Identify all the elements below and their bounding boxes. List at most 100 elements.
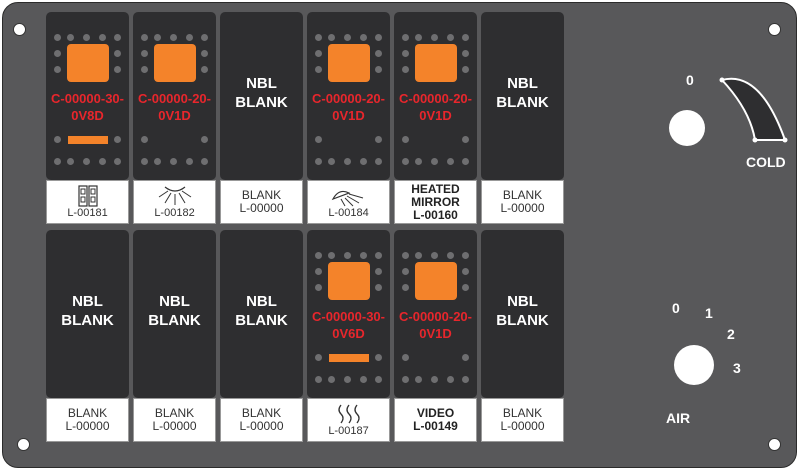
indicator-dot [375,376,382,383]
indicator-dot [315,376,322,383]
rocker-switch[interactable]: C-00000-20-0V1D [133,12,216,180]
indicator-dot [431,158,438,165]
part-code-line: C-00000-30- [312,309,385,324]
label-line: L-00000 [500,201,545,215]
part-code-line: 0V6D [332,326,365,341]
part-code: C-00000-30-0V8D [46,90,129,124]
part-code-line: C-00000-30- [51,91,124,106]
blank-text-line: NBL [246,293,277,310]
label-line: L-00149 [413,419,458,433]
indicator-dot [360,34,367,41]
indicator-dot [83,158,90,165]
air-position-1: 1 [705,305,713,321]
blank-switch-text: NBL BLANK [481,74,564,112]
indicator-dot [54,50,61,57]
indicator-dot [402,284,409,291]
part-code-line: 0V1D [419,108,452,123]
indicator-dot [315,158,322,165]
indicator-dot [315,34,322,41]
rocker-switch[interactable]: C-00000-20-0V1D [394,12,477,180]
indicator-dot [154,34,161,41]
mount-hole-top-left [13,23,26,36]
air-knob[interactable] [674,345,714,385]
indicator-dot [402,136,409,143]
label-line: L-00000 [500,419,545,433]
label-line: BLANK [67,406,108,420]
indicator-dot [154,158,161,165]
heat-icon [327,403,371,425]
indicator-dot [186,158,193,165]
indicator-dot [141,50,148,57]
orange-lamp [415,262,457,300]
indicator-dot [447,252,454,259]
rocker-switch[interactable]: C-00000-30- 0V6D [307,230,390,398]
indicator-dot [54,158,61,165]
blank-text-line: BLANK [61,312,114,329]
blank-text-line: BLANK [148,312,201,329]
indicator-dot [462,376,469,383]
cold-label: COLD [746,154,786,170]
indicator-dot [447,158,454,165]
label-line: BLANK [154,406,195,420]
blank-text-line: BLANK [235,312,288,329]
temperature-knob[interactable] [669,110,705,146]
blank-text-line: NBL [507,75,538,92]
orange-indicator-bar [329,354,369,362]
indicator-dot [447,376,454,383]
switch-label: L-00181 [46,180,129,224]
label-line: L-00184 [328,207,369,219]
indicator-dot [375,284,382,291]
label-line: L-00160 [413,207,458,222]
indicator-dot [402,354,409,361]
spotlight-icon [327,185,371,207]
indicator-dot [54,34,61,41]
label-line: MIRROR [411,194,460,209]
label-line: BLANK [502,188,543,202]
rocker-switch[interactable]: C-00000-30-0V8D [46,12,129,180]
air-position-0: 0 [672,300,680,316]
label-line: L-00000 [152,419,197,433]
indicator-dot [315,354,322,361]
label-line: L-00000 [239,419,284,433]
indicator-dot [114,158,121,165]
blank-text-line: BLANK [496,312,549,329]
indicator-dot [402,376,409,383]
indicator-dot [402,158,409,165]
switch-label: L-00182 [133,180,216,224]
blank-text-line: BLANK [496,94,549,111]
blank-switch: NBL BLANK [481,12,564,180]
indicator-dot [447,34,454,41]
indicator-dot [431,34,438,41]
indicator-dot [99,34,106,41]
switch-label: L-00187 [307,398,390,442]
indicator-dot [141,66,148,73]
label-line: L-00000 [65,419,110,433]
dome-light-icon [153,185,197,207]
orange-lamp [67,44,109,82]
indicator-dot [114,34,121,41]
temperature-dial-icon [719,77,788,143]
rocker-switch[interactable]: C-00000-20-0V1D [394,230,477,398]
indicator-dot [375,158,382,165]
orange-lamp [415,44,457,82]
indicator-dot [344,252,351,259]
indicator-dot [141,136,148,143]
indicator-dot [375,66,382,73]
indicator-dot [201,136,208,143]
indicator-dot [402,34,409,41]
indicator-dot [114,136,121,143]
air-label: AIR [666,410,691,426]
rocker-switch[interactable]: C-00000-20-0V1D [307,12,390,180]
switch-label: L-00184 [307,180,390,224]
